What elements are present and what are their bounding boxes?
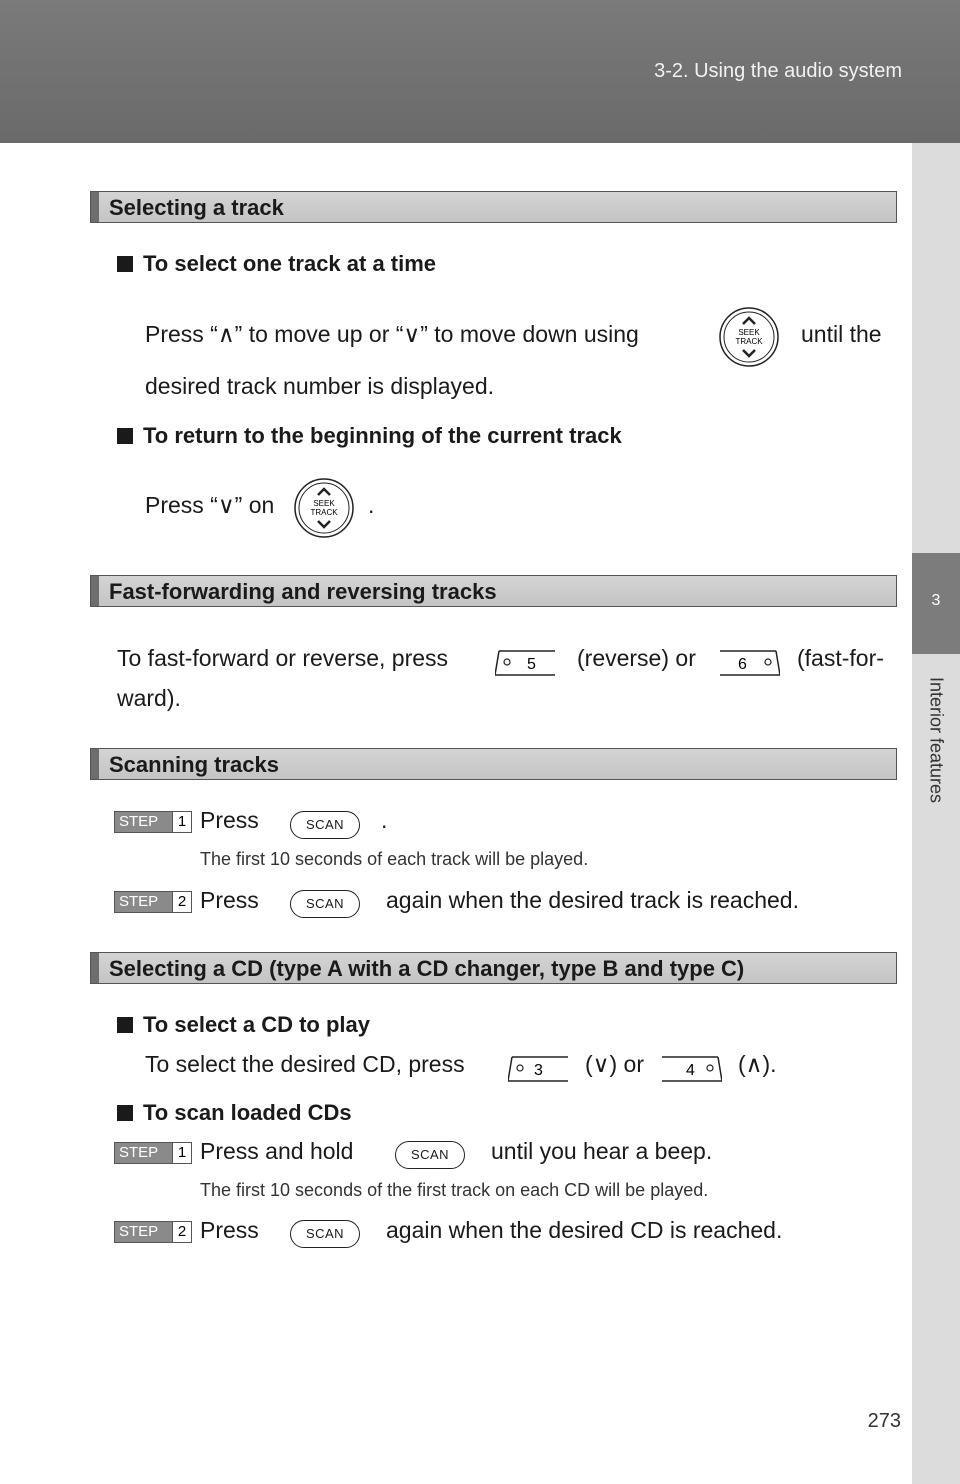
step-badge: STEP 1: [114, 811, 192, 833]
preset-button-3-icon: 3: [508, 1056, 568, 1082]
cd-note: The first 10 seconds of the first track …: [200, 1180, 709, 1200]
cd-line1a: To select the desired CD, press: [145, 1051, 465, 1077]
track-line1a: Press “∧” to move up or “∨” to move down…: [145, 321, 639, 347]
cd-step1-beep: until you hear a beep.: [491, 1138, 713, 1164]
subheading-text: To scan loaded CDs: [143, 1100, 352, 1125]
step-badge: STEP 2: [114, 891, 192, 913]
side-strip-lower: [912, 654, 960, 1484]
step-word: STEP: [119, 893, 159, 910]
scan-step1-press: Press: [200, 807, 259, 833]
preset-button-5-icon: 5: [495, 650, 555, 676]
preset-button-6-icon: 6: [720, 650, 780, 676]
step-number: 2: [172, 892, 191, 912]
chapter-tab: 3: [912, 553, 960, 654]
ff-text-a: To fast-forward or reverse, press: [117, 645, 449, 671]
cd-line1b: (∨) or: [585, 1051, 644, 1077]
knob-top-label: SEEK: [313, 499, 335, 508]
cd-step1-hold: Press and hold: [200, 1138, 354, 1164]
step-word: STEP: [119, 1223, 159, 1240]
scan-step2-press: Press: [200, 887, 259, 913]
preset-6-label: 6: [738, 656, 747, 673]
section-selecting-track: Selecting a track: [90, 191, 897, 223]
section-selecting-cd: Selecting a CD (type A with a CD changer…: [90, 952, 897, 984]
seek-track-knob-icon: SEEK TRACK: [294, 478, 354, 538]
subheading-text: To return to the beginning of the curren…: [143, 423, 622, 448]
subheading-text: To select a CD to play: [143, 1012, 370, 1037]
step-number: 1: [172, 812, 191, 832]
subheading-text: To select one track at a time: [143, 251, 437, 276]
subheading-select-one: To select one track at a time: [117, 251, 436, 277]
preset-4-label: 4: [686, 1062, 695, 1079]
step-number: 2: [172, 1222, 191, 1242]
scan-step1-dot: .: [381, 807, 388, 833]
track-line2: desired track number is displayed.: [145, 373, 494, 399]
section-scanning-tracks: Scanning tracks: [90, 748, 897, 780]
track-line1b: until the: [801, 321, 882, 347]
preset-5-label: 5: [527, 656, 536, 673]
section-title: Selecting a CD (type A with a CD changer…: [109, 956, 745, 981]
knob-bottom-label: TRACK: [310, 508, 338, 517]
scan-note: The first 10 seconds of each track will …: [200, 849, 589, 869]
cd-line1c: (∧).: [738, 1051, 777, 1077]
section-fast-forward: Fast-forwarding and reversing tracks: [90, 575, 897, 607]
step-word: STEP: [119, 813, 159, 830]
knob-top-label: SEEK: [738, 328, 760, 337]
step-word: STEP: [119, 1144, 159, 1161]
step-number: 1: [172, 1143, 191, 1163]
seek-track-knob-icon: SEEK TRACK: [719, 307, 779, 367]
cd-step2-again: again when the desired CD is reached.: [386, 1217, 783, 1243]
knob-bottom-label: TRACK: [735, 337, 763, 346]
section-title: Fast-forwarding and reversing tracks: [109, 579, 497, 604]
subheading-scan-cds: To scan loaded CDs: [117, 1100, 352, 1126]
scan-button-icon: SCAN: [290, 811, 360, 839]
scan-step2-again: again when the desired track is reached.: [386, 887, 799, 913]
page-number: 273: [867, 1410, 901, 1432]
square-bullet-icon: [117, 1105, 133, 1121]
scan-button-icon: SCAN: [290, 1220, 360, 1248]
section-title: Selecting a track: [109, 195, 284, 220]
preset-button-4-icon: 4: [662, 1056, 722, 1082]
chapter-label: Interior features: [926, 676, 947, 804]
scan-button-icon: SCAN: [290, 890, 360, 918]
square-bullet-icon: [117, 1017, 133, 1033]
track-line3b: .: [368, 492, 375, 518]
cd-step2-press: Press: [200, 1217, 259, 1243]
ff-text-d: ward).: [117, 685, 181, 711]
square-bullet-icon: [117, 256, 133, 272]
step-badge: STEP 1: [114, 1142, 192, 1164]
subheading-select-cd: To select a CD to play: [117, 1012, 370, 1038]
page-header: 3-2. Using the audio system: [0, 0, 960, 143]
header-title: 3-2. Using the audio system: [654, 60, 902, 82]
side-strip: [912, 143, 960, 553]
preset-3-label: 3: [534, 1062, 543, 1079]
ff-text-b: (reverse) or: [577, 645, 696, 671]
track-line3a: Press “∨” on: [145, 492, 275, 518]
ff-text-c: (fast-for-: [797, 645, 884, 671]
scan-button-icon: SCAN: [395, 1141, 465, 1169]
subheading-return-beginning: To return to the beginning of the curren…: [117, 423, 622, 449]
square-bullet-icon: [117, 428, 133, 444]
step-badge: STEP 2: [114, 1221, 192, 1243]
section-title: Scanning tracks: [109, 752, 279, 777]
